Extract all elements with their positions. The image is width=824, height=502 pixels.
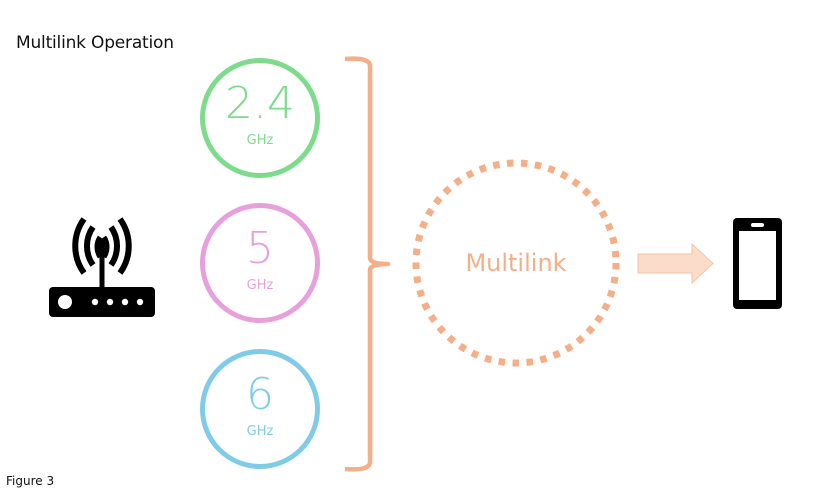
smartphone-icon [733,218,782,309]
right-arrow-icon [637,242,714,285]
band-unit: GHz [246,278,274,293]
diagram-title: Multilink Operation [16,33,174,53]
band-5ghz-circle: 5 GHz [200,203,320,323]
router-body [49,239,155,317]
band-value: 5 [246,223,274,274]
band-value: 2.4 [225,78,295,129]
wifi-router-icon [72,217,132,288]
band-6ghz-circle: 6 GHz [200,349,320,469]
multilink-label: Multilink [465,249,567,277]
multilink-dotted-ring [412,159,620,367]
band-2-4ghz-circle: 2.4 GHz [200,58,320,178]
band-value: 6 [246,369,274,420]
band-unit: GHz [246,133,274,148]
band-unit: GHz [246,424,274,439]
curly-brace [344,56,391,472]
figure-caption: Figure 3 [6,474,55,488]
